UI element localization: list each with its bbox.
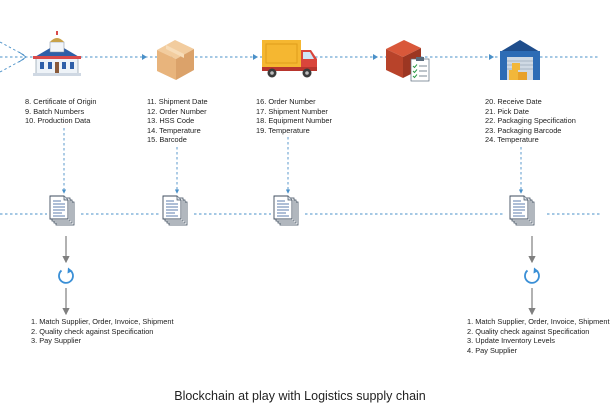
field-item: 16. Order Number — [256, 97, 316, 106]
chain-arrowheads — [142, 54, 494, 60]
field-item: 8. Certificate of Origin — [25, 97, 97, 106]
field-item: 14. Temperature — [147, 125, 201, 135]
field-item: 12. Order Number — [147, 106, 207, 116]
stage-fields-warehouse: 20. Receive Date 21. Pick Date 22. Packa… — [485, 97, 576, 145]
document-stack-icon — [273, 195, 299, 226]
field-item: 19. Temperature — [256, 125, 310, 135]
step-item: 4. Pay Supplier — [467, 345, 518, 355]
stage-fields-transport: 16. Order Number 17. Shipment Number 18.… — [256, 97, 332, 135]
incoming-arrow — [18, 51, 27, 63]
delivery-truck-icon — [262, 40, 317, 78]
field-item: 17. Shipment Number — [256, 106, 328, 116]
field-item: 15. Barcode — [147, 135, 187, 145]
warehouse-icon — [500, 40, 540, 80]
process-steps-right: 1. Match Supplier, Order, Invoice, Shipm… — [467, 317, 610, 355]
stage-fields-origin: 8. Certificate of Origin 9. Batch Number… — [25, 97, 96, 126]
ledger-connectors — [61, 128, 524, 194]
factory-icon — [33, 31, 81, 76]
sync-icon — [58, 266, 74, 284]
step-item: 1. Match Supplier, Order, Invoice, Shipm… — [467, 317, 610, 326]
field-item: 22. Packaging Specification — [485, 116, 576, 126]
stage-fields-shipment: 11. Shipment Date 12. Order Number 13. H… — [147, 97, 208, 145]
step-item: 3. Pay Supplier — [31, 336, 82, 346]
box-checklist-icon — [386, 40, 430, 82]
document-stack-icon — [162, 195, 188, 226]
field-item: 18. Equipment Number — [256, 116, 332, 126]
field-item: 21. Pick Date — [485, 106, 529, 116]
field-item: 20. Receive Date — [485, 97, 542, 106]
document-stack-icon — [509, 195, 535, 226]
step-item: 2. Quality check against Specification — [31, 326, 154, 336]
package-box-icon — [157, 40, 194, 80]
step-item: 1. Match Supplier, Order, Invoice, Shipm… — [31, 317, 174, 326]
field-item: 23. Packaging Barcode — [485, 125, 562, 135]
process-steps-left: 1. Match Supplier, Order, Invoice, Shipm… — [31, 317, 174, 346]
step-item: 3. Update Inventory Levels — [467, 336, 555, 346]
field-item: 11. Shipment Date — [147, 97, 208, 106]
field-item: 13. HSS Code — [147, 116, 195, 126]
diagram-caption: Blockchain at play with Logistics supply… — [174, 389, 426, 403]
field-item: 9. Batch Numbers — [25, 106, 85, 116]
field-item: 10. Production Data — [25, 116, 91, 126]
step-item: 2. Quality check against Specification — [467, 326, 590, 336]
field-item: 24. Temperature — [485, 135, 539, 145]
sync-icon — [524, 266, 540, 284]
document-stack-icon — [49, 195, 75, 226]
